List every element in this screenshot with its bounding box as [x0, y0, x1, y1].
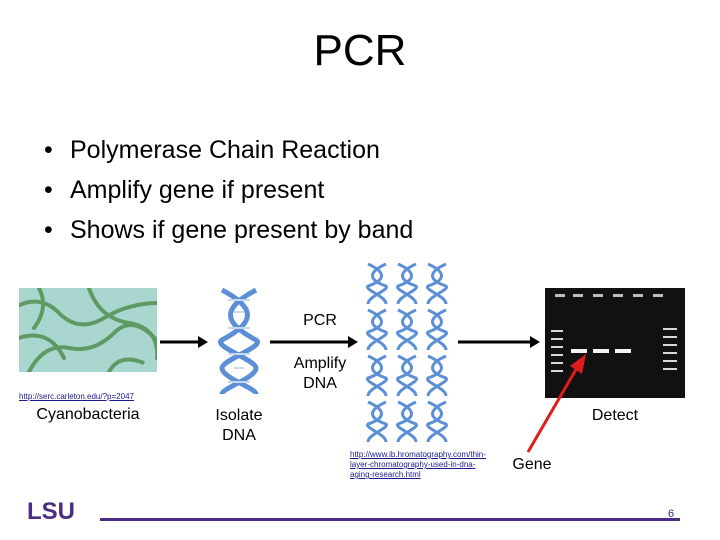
amplified-dna-grid-icon: [366, 262, 448, 444]
dna-helix-icon: [218, 288, 260, 396]
source-link-amplify[interactable]: http://www.ib.hromatography.com/thin-lay…: [350, 450, 486, 479]
pcr-step-label: PCR: [303, 312, 337, 329]
bullet-item: •Shows if gene present by band: [44, 216, 414, 244]
page-number: 6: [668, 508, 675, 520]
bullet-list: •Polymerase Chain Reaction •Amplify gene…: [44, 130, 413, 250]
page-title: PCR: [313, 26, 407, 75]
arrow-to-amplify-icon: [270, 336, 358, 348]
amplify-dna-label: Amplify DNA: [293, 355, 347, 392]
bullet-item: •Amplify gene if present: [44, 176, 325, 204]
footer-divider: [100, 518, 680, 521]
cyanobacteria-photo: [19, 288, 157, 372]
bullet-item: •Polymerase Chain Reaction: [44, 136, 380, 164]
gene-pointer-arrow-icon: [526, 354, 586, 453]
gene-label: Gene: [512, 456, 552, 473]
arrow-to-isolate-icon: [160, 336, 208, 348]
svg-text:LSU: LSU: [27, 498, 75, 523]
cyanobacteria-label: Cyanobacteria: [36, 406, 140, 423]
source-link-cyanobacteria[interactable]: http://serc.carleton.edu/?p=2047: [19, 392, 134, 401]
detect-label: Detect: [591, 407, 639, 424]
arrow-to-detect-icon: [458, 336, 540, 348]
lsu-logo: LSU: [27, 498, 75, 523]
isolate-dna-label: Isolate DNA: [215, 407, 263, 444]
